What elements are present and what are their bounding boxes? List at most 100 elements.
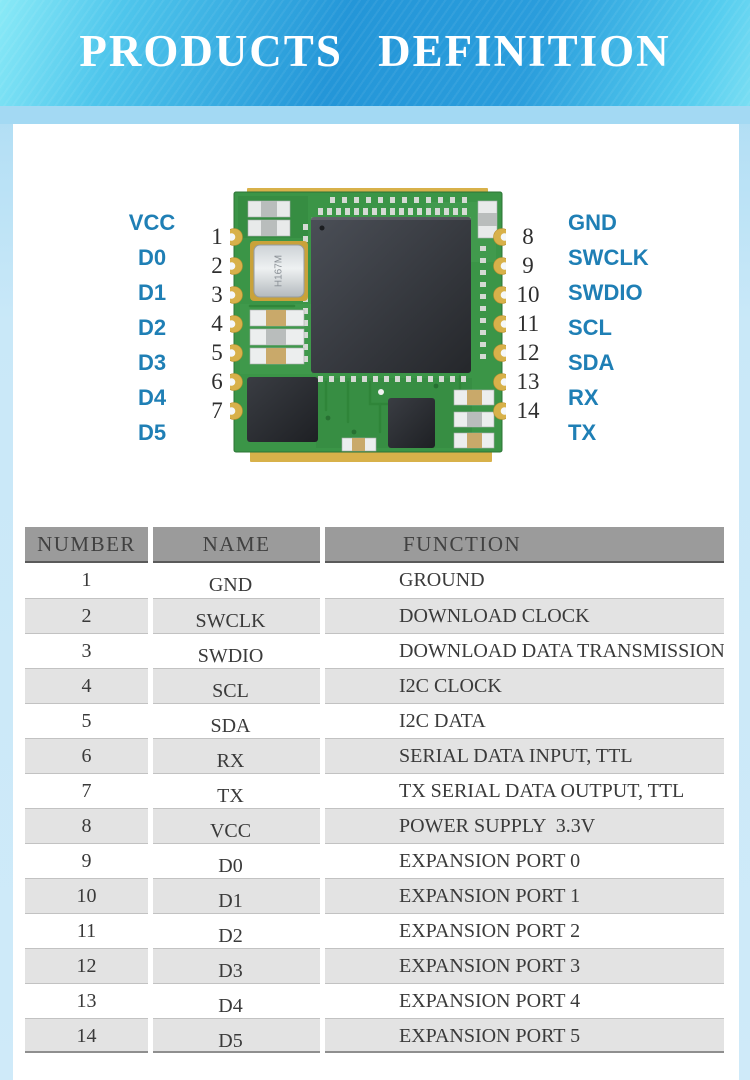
cell-function: EXPANSION PORT 1	[325, 878, 724, 913]
table-row: 10 D1 EXPANSION PORT 1	[25, 878, 724, 913]
pin-label: D1	[137, 280, 167, 305]
cell-function: EXPANSION PORT 3	[325, 948, 724, 983]
pin-label: VCC	[128, 210, 176, 235]
pin-labels-right: GND SWCLK SWDIO SCL SDA RX TX	[568, 205, 718, 450]
cell-number: 12	[25, 948, 148, 983]
main-chip	[311, 217, 471, 373]
cell-name: SWCLK	[153, 598, 320, 633]
pin-label: GND	[568, 210, 617, 235]
cell-name: SWDIO	[153, 633, 320, 668]
table-row: 5 SDA I2C DATA	[25, 703, 724, 738]
cell-number: 11	[25, 913, 148, 948]
table-row: 1 GND GROUND	[25, 563, 724, 598]
pcb-gold-edge-bottom	[250, 450, 492, 462]
pin-number: 8	[522, 224, 534, 249]
cell-number: 10	[25, 878, 148, 913]
table-row: 2 SWCLK DOWNLOAD CLOCK	[25, 598, 724, 633]
cell-function: I2C DATA	[325, 703, 724, 738]
pin-number: 9	[522, 253, 534, 278]
cell-function: I2C CLOCK	[325, 668, 724, 703]
pin-label: D3	[137, 350, 167, 375]
table-row: 3 SWDIO DOWNLOAD DATA TRANSMISSION	[25, 633, 724, 668]
pin-number: 3	[211, 282, 223, 307]
pin-number: 4	[211, 311, 223, 336]
column-header-number: NUMBER	[25, 527, 148, 563]
cell-name: D5	[153, 1018, 320, 1053]
secondary-chip-left	[247, 377, 318, 442]
castellated-pins	[230, 228, 506, 420]
table-row: 7 TX TX SERIAL DATA OUTPUT, TTL	[25, 773, 724, 808]
pin-number: 14	[516, 398, 540, 423]
column-header-name: NAME	[153, 527, 320, 563]
silkscreen-dot	[378, 389, 384, 395]
pin-label: RX	[568, 385, 599, 410]
table-row: 8 VCC POWER SUPPLY 3.3V	[25, 808, 724, 843]
cell-name: D2	[153, 913, 320, 948]
page-title: PRODUCTS DEFINITION	[79, 25, 671, 76]
cell-function: POWER SUPPLY 3.3V	[325, 808, 724, 843]
cell-name: D1	[153, 878, 320, 913]
pin-labels-left: VCC D0 D1 D2 D3 D4 D5	[112, 205, 192, 450]
cell-function: EXPANSION PORT 5	[325, 1018, 724, 1053]
cell-function: EXPANSION PORT 2	[325, 913, 724, 948]
table-row: 14 D5 EXPANSION PORT 5	[25, 1018, 724, 1053]
pin-number: 6	[211, 369, 223, 394]
cell-function: DOWNLOAD DATA TRANSMISSION	[325, 633, 724, 668]
pin-label: SCL	[568, 315, 612, 340]
cell-name: SDA	[153, 703, 320, 738]
pin-numbers-right: 8 9 10 11 12 13 14	[508, 222, 548, 425]
table-row: 6 RX SERIAL DATA INPUT, TTL	[25, 738, 724, 773]
cell-name: GND	[153, 563, 320, 598]
table-header-row: NUMBER NAME FUNCTION	[25, 527, 724, 563]
passive-components	[247, 200, 498, 452]
pin-label: D4	[137, 385, 167, 410]
pin-number: 12	[516, 340, 540, 365]
pin-label: SWDIO	[568, 280, 643, 305]
cell-name: D4	[153, 983, 320, 1018]
banner: PRODUCTS DEFINITION	[0, 0, 750, 106]
pin-label: TX	[568, 420, 597, 445]
table-row: 11 D2 EXPANSION PORT 2	[25, 913, 724, 948]
pin-number: 2	[211, 253, 223, 278]
pin-number: 5	[211, 340, 223, 365]
pin-number: 11	[516, 311, 540, 336]
banner-divider	[0, 106, 750, 124]
pin-label: D2	[137, 315, 167, 340]
pin-label: SWCLK	[568, 245, 649, 270]
table-row: 13 D4 EXPANSION PORT 4	[25, 983, 724, 1018]
cell-number: 13	[25, 983, 148, 1018]
crystal-oscillator: H167M	[250, 241, 308, 301]
pin-function-table: NUMBER NAME FUNCTION 1 GND GROUND 2 SWCL…	[25, 527, 724, 1053]
cell-name: D0	[153, 843, 320, 878]
pin-label: D0	[137, 245, 167, 270]
pin-number: 7	[211, 398, 223, 423]
cell-number: 9	[25, 843, 148, 878]
cell-function: TX SERIAL DATA OUTPUT, TTL	[325, 773, 724, 808]
table-row: 9 D0 EXPANSION PORT 0	[25, 843, 724, 878]
cell-function: DOWNLOAD CLOCK	[325, 598, 724, 633]
cell-number: 1	[25, 563, 148, 598]
cell-number: 3	[25, 633, 148, 668]
cell-number: 5	[25, 703, 148, 738]
cell-name: SCL	[153, 668, 320, 703]
table-row: 4 SCL I2C CLOCK	[25, 668, 724, 703]
cell-number: 4	[25, 668, 148, 703]
cell-function: EXPANSION PORT 0	[325, 843, 724, 878]
pin-number: 1	[211, 224, 223, 249]
cell-number: 7	[25, 773, 148, 808]
pin-number: 10	[516, 282, 540, 307]
pin-number: 13	[516, 369, 540, 394]
cell-function: SERIAL DATA INPUT, TTL	[325, 738, 724, 773]
pin-label: SDA	[568, 350, 615, 375]
cell-name: RX	[153, 738, 320, 773]
cell-name: TX	[153, 773, 320, 808]
cell-number: 6	[25, 738, 148, 773]
table-row: 12 D3 EXPANSION PORT 3	[25, 948, 724, 983]
cell-number: 14	[25, 1018, 148, 1053]
secondary-chip-center	[388, 398, 435, 448]
column-header-function: FUNCTION	[325, 527, 724, 563]
pcb-module-photo: H167M	[230, 188, 506, 462]
cell-function: EXPANSION PORT 4	[325, 983, 724, 1018]
pin-numbers-left: 1 2 3 4 5 6 7	[198, 222, 236, 425]
